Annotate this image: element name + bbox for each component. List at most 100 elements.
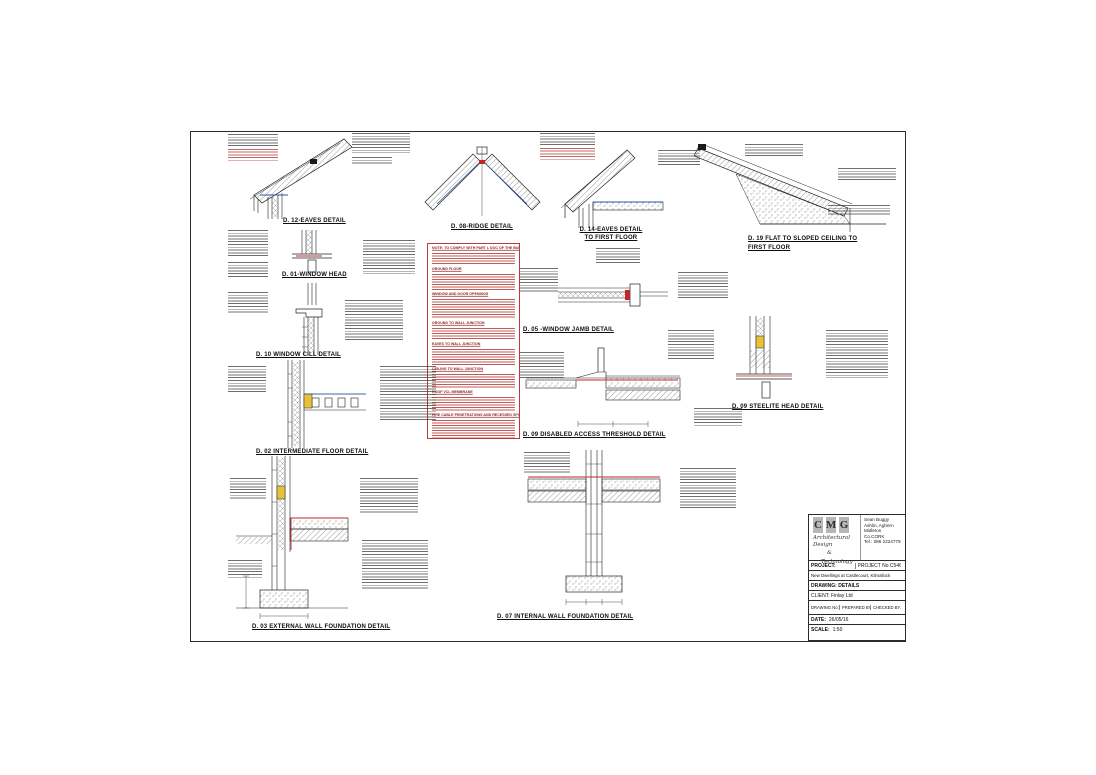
annotation-note: [680, 468, 736, 508]
drawing-no-label: DRAWING No:: [811, 605, 839, 610]
annotation-note: [360, 478, 418, 514]
logo-ampersand: &: [827, 550, 832, 556]
credits-row: DRAWING No: WS06 PREPARED BY: L. Grier C…: [809, 601, 905, 615]
project-label: PROJECT:: [811, 562, 836, 569]
window-frame: [307, 259, 317, 273]
project-name: New Dwellings at Castlecourt, Kilmallock: [811, 573, 891, 578]
logo-letter-c: C: [813, 517, 823, 533]
checked-by-label: CHECKED BY:: [873, 605, 901, 610]
joist-hanger-block: [303, 393, 313, 409]
note-paragraph: ROOF VCL MEMBRANE: [432, 391, 515, 411]
contact-line: Ashlin, Aghern: [864, 522, 894, 528]
note-heading: WINDOW AND DOOR OPENINGS: [432, 292, 489, 297]
contact-line: Tel.: 086 2224779: [864, 539, 901, 545]
drawing-row: DRAWING: DETAILS: [809, 581, 905, 591]
window-jamb-drawing: [558, 283, 668, 307]
annotation-note: [380, 366, 436, 420]
note-paragraph: GROUND FLOOR: [432, 268, 515, 290]
annotation-note: [540, 133, 595, 146]
wall-section: [585, 450, 603, 576]
annotation-note: [658, 150, 700, 166]
cmg-logo-bars: C M G: [813, 517, 860, 533]
note-body-text: [432, 374, 515, 388]
detail-label-internal-foundation: D. 07 INTERNAL WALL FOUNDATION DETAIL: [497, 614, 634, 620]
annotation-note: [228, 262, 268, 278]
dpc-marker: [625, 290, 630, 300]
detail-label-window-cill: D. 10 WINDOW CILL DETAIL: [256, 352, 341, 358]
annotation-note: [228, 134, 278, 147]
wall-section: [271, 456, 291, 590]
note-paragraph: NOTE: TO COMPLY WITH PART L DOC OF THE B…: [432, 246, 519, 265]
eaves-detail-drawing: [249, 138, 353, 219]
lintel: [292, 253, 332, 259]
project-number: PROJECT No C5466: [857, 562, 902, 569]
strip-footing: [236, 589, 348, 609]
checked-by-cell: CHECKED BY: CG: [873, 605, 901, 610]
door-frame: [597, 347, 605, 375]
logo-tagline-1: Architectural Design: [813, 535, 850, 548]
steelite-head-drawing: [736, 316, 792, 399]
date-row: DATE: 26/05/16: [809, 615, 905, 625]
title-block-header: C M G Architectural Design & Technology …: [809, 515, 905, 565]
window-head-drawing: [292, 230, 332, 273]
note-heading: GROUND FLOOR: [432, 267, 462, 272]
section-marker: [310, 159, 317, 164]
floor-zone: [304, 393, 366, 411]
window-cill-drawing: [295, 283, 323, 355]
contact-line: Sean Buggy: [864, 517, 890, 522]
note-paragraph: EAVES TO WALL JUNCTION: [432, 343, 515, 365]
ridge-marker: [479, 160, 485, 164]
wall-section: [301, 230, 317, 254]
note-body-text: [432, 420, 515, 438]
floor-slab: [289, 517, 349, 542]
wall-section: [302, 317, 319, 355]
detail-label-eaves: D. 12-EAVES DETAIL: [283, 218, 346, 224]
insulation-block: [755, 335, 765, 349]
intermediate-floor-drawing: [287, 360, 366, 448]
dimension-lines: [565, 599, 623, 605]
note-body-text: [432, 253, 515, 265]
note-heading: FIRE CABLE PENETRATIONS AND RECESSED SPO…: [432, 413, 519, 418]
internal-foundation-drawing: [527, 450, 661, 605]
annotation-note: [228, 560, 262, 578]
wall-section: [287, 360, 305, 448]
note-heading: CEILING TO WALL JUNCTION: [432, 367, 484, 372]
annotation-note: [345, 300, 403, 340]
note-heading: NOTE: TO COMPLY WITH PART L DOC OF THE B…: [432, 246, 519, 251]
note-body-text: [432, 274, 515, 290]
annotation-note: [828, 205, 890, 215]
annotation-note: [678, 272, 728, 300]
insulation-block: [276, 485, 286, 500]
steel-lintel: [736, 373, 792, 380]
note-body-text: [432, 328, 515, 340]
detail-label-flat-sloped-2: FIRST FLOOR: [748, 245, 791, 251]
detail-label-flat-sloped-1: D. 19 FLAT TO SLOPED CEILING TO: [748, 236, 858, 242]
strip-footing: [565, 575, 623, 593]
scale-value: 1:50: [832, 627, 843, 633]
prepared-by-cell: PREPARED BY: L. Grier: [842, 605, 871, 610]
scale-row: SCALE: 1:50: [809, 625, 905, 635]
note-heading: GROUND TO WALL JUNCTION: [432, 321, 485, 326]
note-body-text: [432, 349, 515, 365]
wall-section: [253, 193, 283, 219]
roof-planes: [424, 146, 541, 216]
annotation-note: [228, 366, 266, 392]
annotation-note: [838, 168, 896, 182]
note-paragraph: CEILING TO WALL JUNCTION: [432, 368, 515, 388]
detail-label-eaves-ff-1: D. 14-EAVES DETAIL: [579, 227, 643, 233]
annotation-note: [694, 408, 742, 426]
ridge-detail-drawing: [424, 146, 541, 216]
annotation-note: [520, 352, 564, 378]
part-l-notes-panel: NOTE: TO COMPLY WITH PART L DOC OF THE B…: [427, 243, 520, 439]
detail-label-window-head: D. 01-WINDOW HEAD: [282, 272, 347, 278]
detail-label-external-foundation: D. 03 EXTERNAL WALL FOUNDATION DETAIL: [252, 624, 391, 630]
note-heading: ROOF VCL MEMBRANE: [432, 390, 473, 395]
date-value: 26/05/16: [828, 616, 849, 623]
detail-label-eaves-ff-2: TO FIRST FLOOR: [584, 235, 638, 241]
annotation-note: [596, 248, 640, 264]
detail-label-threshold: D. 09 DISABLED ACCESS THRESHOLD DETAIL: [523, 432, 666, 438]
eaves-first-floor-drawing: [560, 149, 664, 228]
date-label: DATE:: [811, 616, 826, 623]
dimension-lines: [577, 421, 649, 427]
